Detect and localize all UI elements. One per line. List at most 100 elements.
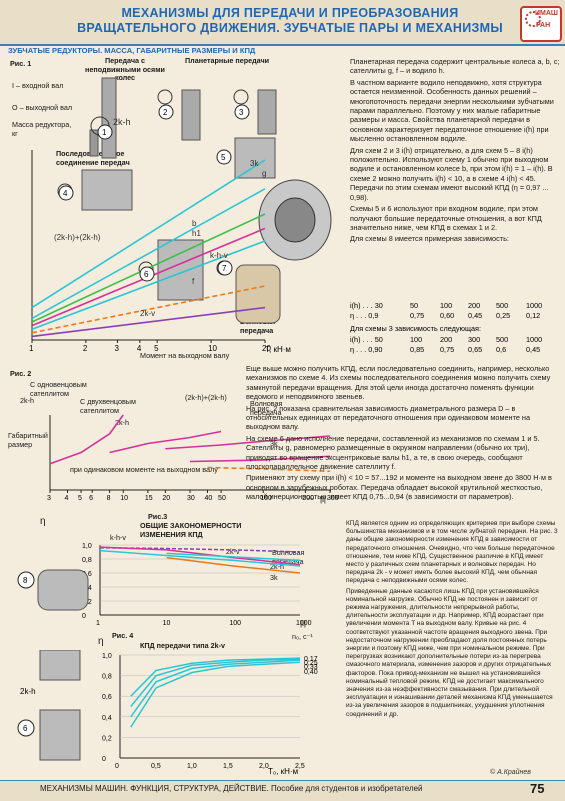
scheme-8-gears: 8 [17,569,89,611]
bottom-para-2: Приведенные данные касаются лишь КПД при… [346,587,553,718]
fig4-y-tick-label: 0,4 [102,715,112,722]
fig3-series-line [99,546,301,566]
fig4-x-unit: T₀, кН·м [268,767,298,776]
fig3-x-tick-label: 10 [163,620,171,627]
curve-label-h1: h1 [192,229,201,238]
svg-text:3: 3 [239,108,244,117]
table-cell: 1000 [526,335,542,344]
fig2-x-tick-label: 8 [107,495,111,502]
fig2-series-line [165,435,331,450]
fig2-x-tick-label: 300 [327,495,339,502]
svg-text:5: 5 [221,153,226,162]
fig2-x-tick-label: 30 [187,495,195,502]
footer-text: МЕХАНИЗМЫ МАШИН. ФУНКЦИЯ, СТРУКТУРА, ДЕЙ… [40,784,423,793]
fig2-lbl-wave: Волновая передача [250,399,283,417]
mid-para-2: На рис. 2 показана сравнительная зависим… [246,403,531,432]
fig1-label: Рис. 1 [10,59,32,68]
table-cell: 200 [440,335,452,344]
fig4-right-tick-label: 0,25 [304,660,318,667]
right-para-3: Для схем 2 и 3 i(h) отрицательно, а для … [350,145,553,202]
curve-label-2kh: 2k-h [113,117,131,127]
fig2-x-tick-label: 20 [162,495,170,502]
title-line-1: МЕХАНИЗМЫ ДЛЯ ПЕРЕДАЧИ И ПРЕОБРАЗОВАНИЯ [121,6,459,20]
table-cell: i(h) . . . 50 [350,335,383,344]
fig4-x-tick-label: 1,5 [223,763,233,770]
table-cell: 0,6 [496,345,506,354]
table-cell: 100 [410,335,422,344]
fig3-y-tick-label: 1,0 [82,543,92,550]
table-cell: 0,75 [440,345,454,354]
fig4-series-line [130,661,301,728]
fig4-title: КПД передачи типа 2k-v [140,641,226,650]
fig1-caption-planet: Планетарные передачи [185,56,270,65]
fig3-x-tick-label: 1 [96,620,100,627]
title-line-2: ВРАЩАТЕЛЬНОГО ДВИЖЕНИЯ. ЗУБЧАТЫЕ ПАРЫ И … [77,21,503,35]
svg-text:1: 1 [102,128,107,137]
table-cell: 50 [410,301,418,310]
table-cell: 0,45 [468,311,482,320]
fig4-x-tick-label: 2,0 [259,763,269,770]
fig1-x-unit: T, кН·м [265,345,291,354]
curve-label-g: g [262,169,266,178]
svg-text:6: 6 [144,270,149,279]
fig1-x-tick-label: 20 [262,344,271,353]
fig2-x-tick-label: 10 [120,495,128,502]
svg-text:2: 2 [163,108,168,117]
right-para-1: Планетарная передача содержит центральны… [350,57,560,76]
fig2-ylabel: Габаритный размер [8,431,48,449]
bottom-para-1: КПД является одним из определяющих крите… [346,520,558,585]
page-header [0,0,565,46]
fig2-lbl-double: С двухвенцовым сателлитом [80,397,136,415]
fig1-series-line-2 [31,188,266,320]
curve-label-serial: (2k-h)+(2k-h) [54,233,101,242]
fig4-right-tick-label: 0,40 [304,669,318,676]
fig4-series-line [130,659,301,718]
author-signature: © А.Крайнев [490,769,531,776]
scheme-numbers: 1 2 3 4 5 6 7 [58,104,250,282]
fig1-x-tick-label: 4 [137,344,142,353]
planetary-3d-disc [258,179,332,261]
svg-text:6: 6 [23,724,28,733]
fig2-x-tick-label: 40 [204,495,212,502]
logo-text-2: РАН [536,22,551,29]
scheme-3-gears [233,89,277,135]
fig2-lbl-2kh-a: 2k-h [20,396,34,405]
page-footer [0,780,565,801]
fig4-rvar: n₀, c⁻¹ [292,632,313,641]
fig1-x-tick-label: 2 [83,344,88,353]
fig2-lbl-2k2k: (2k-h)+(2k-h) [185,393,227,402]
svg-text:4: 4 [63,189,68,198]
fig1-x-tick-label: 1 [29,344,34,353]
fig2-x-tick-label: 100 [260,495,272,502]
fig3-lbl-2kh: 2k-h [270,562,284,571]
fig1-x-tick-label: 5 [154,344,159,353]
fig3-series-line [166,556,301,574]
table-cell: 500 [496,335,508,344]
svg-text:8: 8 [23,576,28,585]
fig2-lbl-3k: 3k [270,439,278,448]
right-para-2: В частном варианте водило неподвижно, хо… [350,77,554,144]
section-title: ЗУБЧАТЫЕ РЕДУКТОРЫ. МАССА, ГАБАРИТНЫЕ РА… [8,46,256,55]
fig4-right-tick-label: 0,17 [304,656,318,663]
fig2-lbl-single: С одновенцовым сателлитом [30,380,87,398]
right-para-4: Схемы 5 и 6 используют при входном водил… [350,204,542,232]
page-number: 75 [530,781,545,796]
fig4-y-tick-label: 0,8 [102,674,112,681]
curve-label-3k: 3k [250,159,259,168]
gear-icon [525,11,541,27]
table-cell: 0,25 [496,311,510,320]
fig4-y-tick-label: 1,0 [102,653,112,660]
fig4-label: Рис. 4 [112,631,134,640]
right-top-text: Планетарная передача содержит центральны… [350,57,560,246]
table-cell: 0,65 [468,345,482,354]
mid-para-4: Применяют эту схему при i(h) < 10 = 57..… [246,473,552,502]
fig3-lbl-2kv: 2k-v [226,547,240,556]
curve-label-f: f [192,277,195,286]
scheme-2-gears [157,89,201,141]
fig2-x-tick-label: 200 [302,495,314,502]
fig1-series-line-7 [31,306,266,338]
fig1-axis-out: O – выходной вал [12,103,73,112]
fig3-title: ОБЩИЕ ЗАКОНОМЕРНОСТИ ИЗМЕНЕНИЯ КПД [140,521,242,539]
